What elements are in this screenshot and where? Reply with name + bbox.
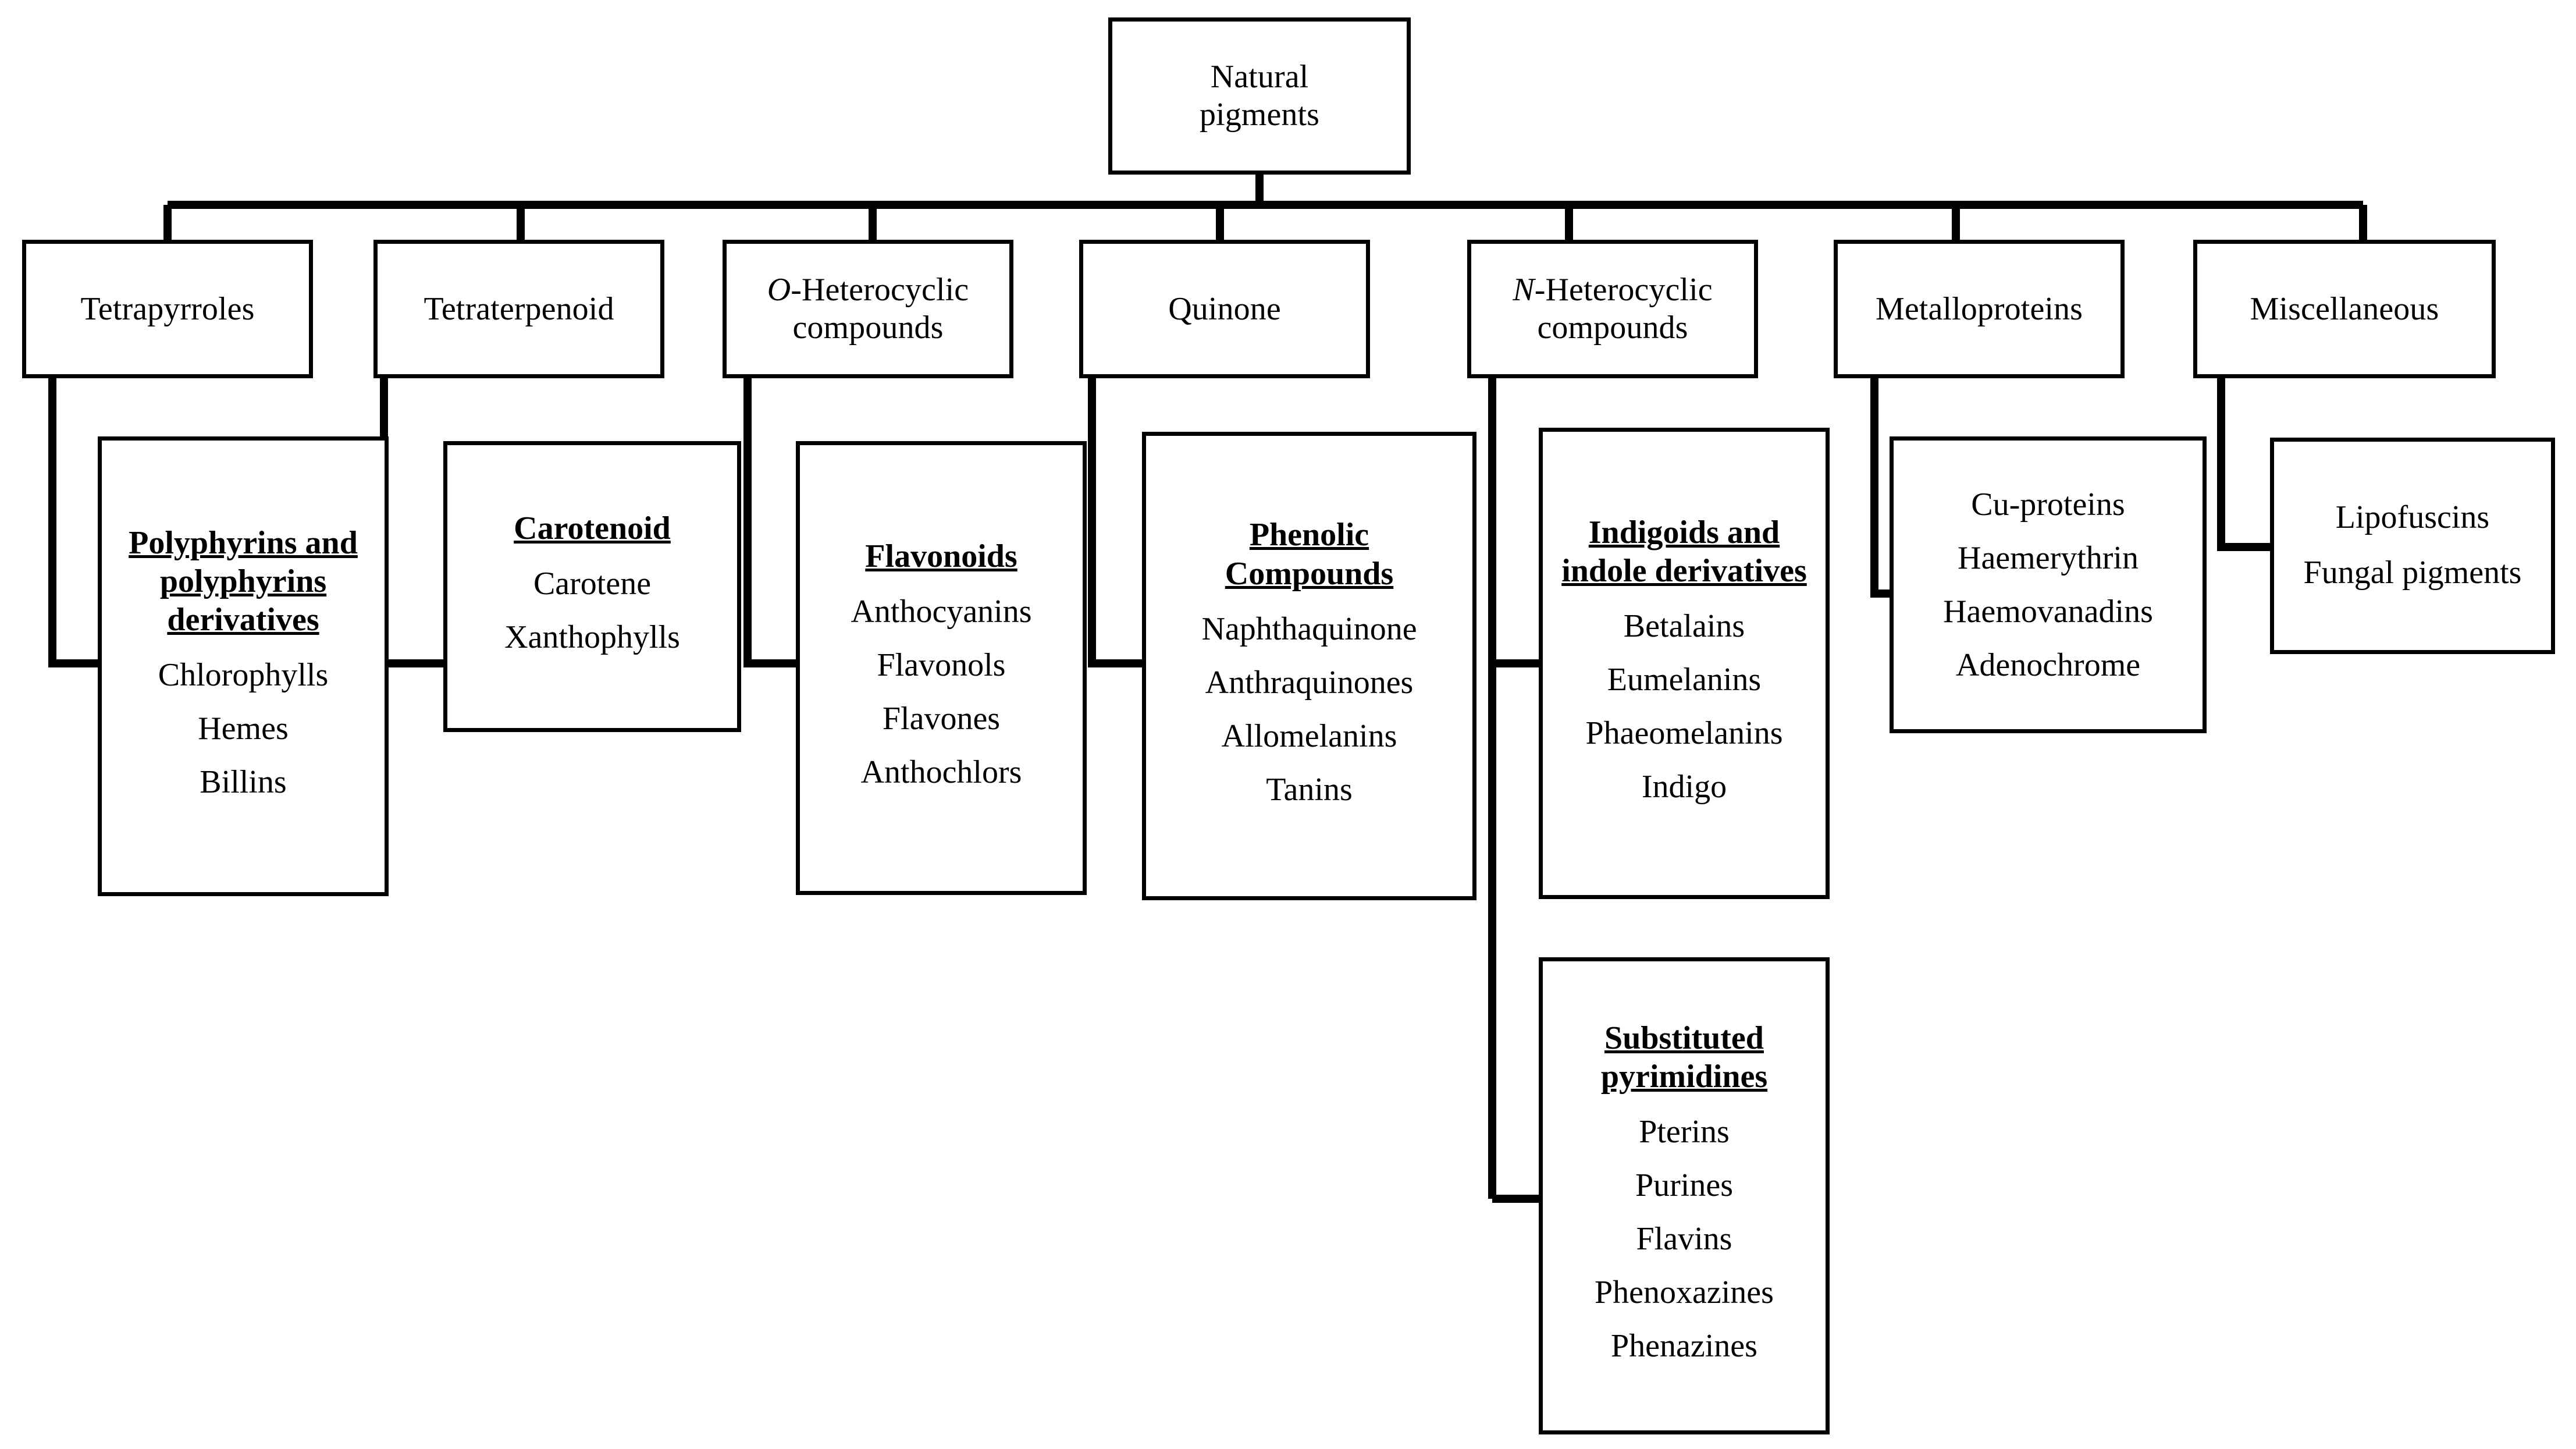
list-item: Purines (1635, 1167, 1733, 1204)
list-item: Xanthophylls (504, 619, 680, 656)
node-o-heterocyclic-compounds[interactable]: O-Heterocyclic compounds (723, 240, 1013, 378)
node-label: Quinone (1168, 290, 1281, 327)
node-phenolic-compounds[interactable]: Phenolic Compounds Naphthaquinone Anthra… (1142, 432, 1476, 900)
node-natural-pigments[interactable]: Natural pigments (1108, 17, 1411, 175)
list-item: Carotene (533, 566, 652, 602)
node-quinone[interactable]: Quinone (1079, 240, 1370, 378)
node-heading: Flavonoids (865, 538, 1017, 574)
list-item: Adenochrome (1955, 647, 2141, 683)
list-item: Phenoxazines (1595, 1274, 1774, 1311)
node-flavonoids[interactable]: Flavonoids Anthocyanins Flavonols Flavon… (796, 441, 1087, 895)
node-indigoids[interactable]: Indigoids and indole derivatives Betalai… (1539, 428, 1830, 899)
list-item: Hemes (198, 711, 289, 747)
list-item: Haemerythrin (1958, 540, 2139, 576)
node-carotenoid[interactable]: Carotenoid Carotene Xanthophylls (443, 441, 741, 732)
list-item: Betalains (1623, 608, 1745, 645)
node-miscellaneous-members[interactable]: Lipofuscins Fungal pigments (2270, 438, 2555, 654)
node-metalloproteins[interactable]: Metalloproteins (1834, 240, 2125, 378)
list-item: Anthochlors (860, 754, 1022, 791)
node-miscellaneous[interactable]: Miscellaneous (2193, 240, 2496, 378)
node-tetrapyrroles[interactable]: Tetrapyrroles (22, 240, 313, 378)
node-metalloprotein-members[interactable]: Cu-proteins Haemerythrin Haemovanadins A… (1890, 436, 2207, 733)
node-label-line1: Natural (1210, 59, 1309, 95)
list-item: Billins (200, 764, 287, 801)
node-label: Miscellaneous (2250, 290, 2439, 327)
list-item: Phaeomelanins (1585, 715, 1783, 752)
node-label-line1: O-Heterocyclic (767, 272, 969, 308)
italic-o: O (767, 272, 791, 308)
node-heading: Substituted pyrimidines (1600, 1020, 1768, 1095)
list-item: Phenazines (1611, 1328, 1757, 1365)
node-label: Metalloproteins (1875, 290, 2083, 327)
node-label: Tetraterpenoid (424, 290, 614, 327)
list-item: Cu-proteins (1971, 486, 2125, 523)
node-heading: Phenolic Compounds (1225, 517, 1394, 592)
list-item: Lipofuscins (2335, 499, 2490, 535)
node-label-line2: compounds (1537, 310, 1688, 346)
node-heading: Indigoids and indole derivatives (1561, 514, 1807, 589)
list-item: Allomelanins (1221, 718, 1397, 754)
node-label-line2: pigments (1199, 97, 1320, 133)
node-label-line1: N-Heterocyclic (1513, 272, 1713, 308)
node-label-line2: compounds (792, 310, 944, 346)
node-n-heterocyclic-compounds[interactable]: N-Heterocyclic compounds (1467, 240, 1758, 378)
list-item: Flavonols (877, 647, 1006, 684)
node-substituted-pyrimidines[interactable]: Substituted pyrimidines Pterins Purines … (1539, 957, 1830, 1434)
node-tetraterpenoid[interactable]: Tetraterpenoid (373, 240, 664, 378)
list-item: Naphthaquinone (1201, 610, 1417, 647)
list-item: Eumelanins (1607, 662, 1762, 698)
list-item: Flavins (1636, 1221, 1732, 1258)
node-label: Tetrapyrroles (80, 290, 255, 327)
list-item: Anthocyanins (851, 594, 1032, 630)
list-item: Chlorophylls (158, 657, 329, 694)
list-item: Pterins (1639, 1114, 1730, 1150)
node-heading: Carotenoid (514, 510, 671, 546)
list-item: Tanins (1266, 771, 1353, 808)
list-item: Indigo (1641, 769, 1727, 805)
list-item: Fungal pigments (2303, 554, 2522, 591)
italic-n: N (1513, 272, 1535, 308)
node-polyphyrins[interactable]: Polyphyrins and polyphyrins derivatives … (98, 436, 389, 896)
list-item: Flavones (882, 701, 1001, 737)
node-heading: Polyphyrins and polyphyrins derivatives (129, 524, 358, 638)
list-item: Anthraquinones (1205, 664, 1414, 701)
list-item: Haemovanadins (1943, 594, 2153, 630)
